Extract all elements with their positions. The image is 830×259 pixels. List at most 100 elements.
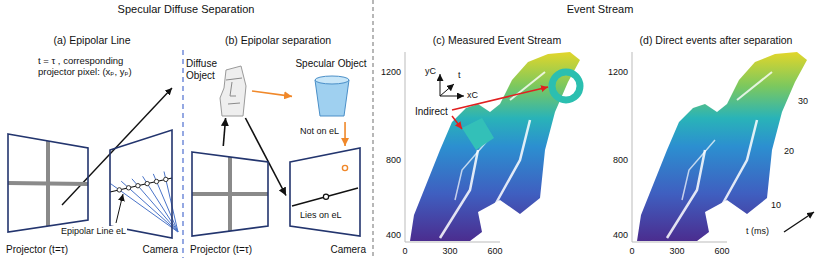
ray-fan [132, 179, 178, 232]
panel-title: (b) Epipolar separation [225, 34, 331, 46]
callout-label: Epipolar Line eL [60, 226, 127, 236]
projector-plane: Projector (t=τ) [188, 146, 272, 256]
camera-plane-shape [104, 126, 180, 256]
panel-title: (c) Measured Event Stream [433, 34, 561, 46]
specular-object: Specular Object [292, 58, 370, 122]
node-label: Projector (t=τ) [6, 244, 68, 256]
tick-label: 800 [386, 155, 401, 165]
diffuse-object: Diffuse Object [186, 58, 252, 118]
tick-label: 300 [669, 246, 684, 256]
axis-arrow [784, 212, 814, 232]
callout-arrow [452, 87, 548, 110]
image-plane [290, 148, 360, 236]
ray-fan [153, 174, 178, 232]
event-plot [405, 52, 580, 242]
section-divider [372, 0, 373, 259]
axis-arrow [440, 74, 441, 96]
epipolar-line [154, 179, 158, 183]
callout-label: Not on eL [300, 126, 339, 136]
cup-icon [315, 76, 349, 116]
ray-fan [111, 172, 179, 233]
projector-plane: Projector (t=τ) [4, 128, 94, 256]
epipolar-line [292, 165, 358, 206]
callout-label: Indirect [414, 106, 449, 118]
tick-label: 1200 [608, 67, 628, 77]
image-plane [8, 134, 88, 232]
event-plot [632, 52, 814, 242]
event-plot [637, 52, 807, 241]
epipolar-line [110, 178, 172, 192]
projector-plane-shape [4, 128, 94, 256]
statue-icon [220, 66, 246, 116]
tick-label: 0 [402, 246, 407, 256]
event-plot [632, 242, 727, 243]
section-title: Event Stream [567, 3, 634, 16]
event-plot [632, 52, 633, 242]
tick-label: 30 [798, 96, 808, 106]
image-plane [192, 152, 268, 236]
callout-arrow [452, 116, 462, 129]
node-label: Projector (t=τ) [190, 244, 252, 256]
epipolar-line [164, 177, 168, 181]
image-plane [110, 130, 172, 238]
cup-icon [315, 76, 349, 84]
tick-label: 800 [613, 155, 628, 165]
indirect-ring [552, 72, 580, 100]
leader-line [116, 194, 123, 223]
statue-icon [226, 78, 242, 104]
section-title: Specular Diffuse Separation [118, 3, 255, 16]
node-label: Camera [142, 244, 178, 256]
tick-label: 400 [613, 230, 628, 240]
camera-plane: Camera [286, 146, 368, 256]
annotation: t = τ , corresponding projector pixel: (… [38, 56, 156, 78]
epipolar-line [323, 194, 328, 199]
ray-fan [111, 184, 179, 232]
tick-label: 400 [386, 230, 401, 240]
panel-title: (d) Direct events after separation [640, 34, 793, 46]
epipolar-line [110, 177, 172, 192]
tick-label: 1200 [381, 67, 401, 77]
event-plot [405, 52, 406, 242]
tick-label: 600 [714, 246, 729, 256]
axis-name: yC [425, 66, 436, 76]
event-plot [405, 242, 500, 243]
tick-label: 10 [771, 200, 781, 210]
axis-name: t [458, 70, 461, 80]
cup-icon [315, 80, 349, 116]
axis-arrow [440, 96, 464, 97]
statue-icon [220, 66, 246, 116]
axis-arrow [440, 84, 454, 96]
camera-plane-shape [286, 146, 368, 256]
projector-plane-shape [188, 146, 272, 256]
epipolar-line [136, 184, 140, 188]
node-label: Specular Object [295, 58, 366, 70]
indirect-patch [462, 118, 494, 150]
epipolar-line [145, 181, 149, 185]
pattern-bar [228, 157, 232, 231]
light-path-arrow [245, 118, 286, 196]
epipolar-line [126, 186, 130, 190]
callout-label: Lies on eL [300, 210, 342, 220]
light-path-arrow [344, 122, 346, 146]
event-plot [410, 52, 580, 241]
ray-fan [164, 172, 178, 233]
tick-label: 600 [487, 246, 502, 256]
tick-label: 20 [784, 146, 794, 156]
camera-plane: Camera [104, 126, 180, 256]
tick-label: 0 [629, 246, 634, 256]
axis-name: t (ms) [746, 226, 769, 236]
axis-name: xC [467, 90, 478, 100]
panel-title: (a) Epipolar Line [53, 34, 130, 46]
epipolar-line [292, 188, 358, 206]
tick-label: 300 [442, 246, 457, 256]
light-path-arrow [252, 91, 292, 96]
epipolar-line [342, 165, 347, 170]
node-label: Camera [330, 244, 366, 256]
ray-fan [121, 181, 178, 232]
light-path-arrow [223, 118, 225, 146]
pattern-bar [46, 141, 50, 226]
panel-divider [182, 50, 183, 258]
node-label: Diffuse Object [186, 58, 222, 81]
epipolar-line [117, 188, 121, 192]
